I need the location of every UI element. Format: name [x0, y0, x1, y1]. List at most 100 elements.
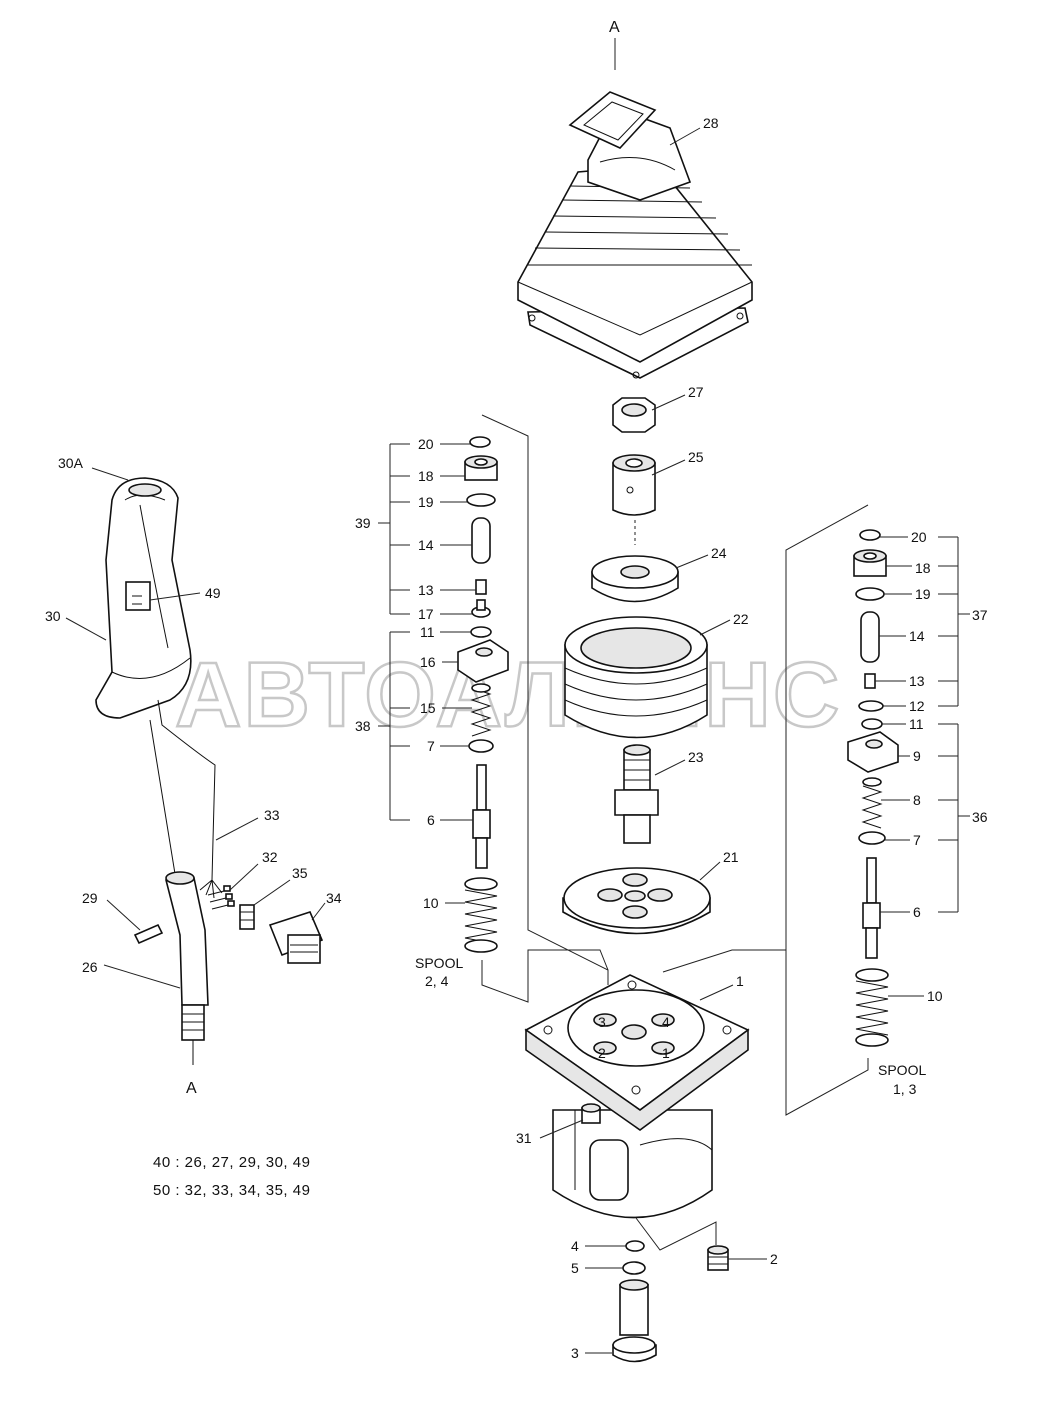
bracket-38: [378, 631, 410, 821]
leader-21: [699, 861, 721, 881]
leader-1: [699, 984, 734, 1001]
section-mark-top: A: [609, 19, 620, 70]
leader-30: [65, 617, 107, 641]
label-29: 29: [82, 890, 98, 906]
leader-23: [654, 759, 686, 776]
label-38: 38: [355, 718, 371, 734]
o-ring-part-5: [622, 1261, 646, 1275]
spool-right-line2: 1, 3: [893, 1081, 917, 1097]
label-17: 17: [418, 606, 434, 622]
nut-part-27: [612, 397, 656, 433]
leader-49: [149, 592, 201, 601]
kit-note-50: 50 : 32, 33, 34, 35, 49: [153, 1182, 310, 1199]
label-24: 24: [711, 545, 727, 561]
label-14-left: 14: [418, 537, 434, 553]
label-39: 39: [355, 515, 371, 531]
label-14-right: 14: [909, 628, 925, 644]
svg-text:A: A: [609, 19, 620, 36]
leader-22: [699, 619, 731, 636]
leader-25: [651, 459, 686, 476]
leader-29: [106, 899, 141, 931]
label-7-right: 7: [913, 832, 921, 848]
label-34: 34: [326, 890, 342, 906]
bracket-37: [938, 536, 970, 707]
cable-part-33: [157, 699, 223, 899]
label-5: 5: [571, 1260, 579, 1276]
label-11-left: 11: [420, 624, 435, 640]
leader-33: [215, 817, 259, 841]
label-21: 21: [723, 849, 739, 865]
grip-part-30: [95, 477, 192, 719]
label-31: 31: [516, 1130, 532, 1146]
label-18-right: 18: [915, 560, 931, 576]
bracket-39: [378, 443, 410, 615]
label-23: 23: [688, 749, 704, 765]
pins-part-32: [207, 885, 235, 910]
label-19-left: 19: [418, 494, 434, 510]
joint-part-23: [614, 744, 659, 844]
label-6-right: 6: [913, 904, 921, 920]
label-11-right: 11: [909, 716, 924, 732]
label-35: 35: [292, 865, 308, 881]
label-7-left: 7: [427, 738, 435, 754]
leader-32: [229, 863, 259, 891]
right-spool-stack: [847, 529, 899, 1047]
port-number-3: 3: [598, 1014, 606, 1030]
label-2: 2: [770, 1251, 778, 1267]
label-16: 16: [420, 654, 436, 670]
label-8: 8: [913, 792, 921, 808]
leader-screw-path: [635, 1217, 717, 1251]
frame-line-right-lower: [785, 950, 869, 1116]
o-ring-part-4: [625, 1240, 645, 1252]
label-33: 33: [264, 807, 280, 823]
connector-part-34: [268, 911, 324, 964]
spool-right-line1: SPOOL: [878, 1062, 926, 1078]
label-37: 37: [972, 607, 988, 623]
port-number-1: 1: [662, 1045, 670, 1061]
leader-31: [539, 1119, 584, 1139]
label-12: 12: [909, 698, 925, 714]
label-6-left: 6: [427, 812, 435, 828]
bracket-36: [938, 723, 970, 913]
left-spool-stack: [457, 436, 509, 953]
label-4: 4: [571, 1238, 579, 1254]
frame-line-left-lower: [481, 949, 609, 1003]
label-10-right: 10: [927, 988, 943, 1004]
leader-26: [103, 964, 181, 989]
leader-24: [675, 554, 709, 569]
port-number-4: 4: [662, 1014, 670, 1030]
label-49: 49: [205, 585, 221, 601]
label-13-right: 13: [909, 673, 925, 689]
plate-part-21: [562, 867, 711, 935]
label-15: 15: [420, 700, 436, 716]
leader-35: [253, 879, 291, 906]
label-18-left: 18: [418, 468, 434, 484]
label-20-left: 20: [418, 436, 434, 452]
leader-34: [311, 902, 326, 921]
label-10-left: 10: [423, 895, 439, 911]
disc-plate-part-24: [591, 555, 679, 603]
label-30A: 30A: [58, 455, 84, 471]
leader-30A: [91, 467, 129, 481]
section-mark-bottom: A: [186, 1080, 197, 1097]
leader-28: [669, 127, 701, 146]
label-36: 36: [972, 809, 988, 825]
label-3: 3: [571, 1345, 579, 1361]
label-19-right: 19: [915, 586, 931, 602]
label-20-right: 20: [911, 529, 927, 545]
cap-part-22: [564, 616, 708, 739]
label-27: 27: [688, 384, 704, 400]
spool-left-line2: 2, 4: [425, 973, 449, 989]
body-part-1: [524, 974, 750, 1219]
leader-27: [651, 394, 686, 411]
label-32: 32: [262, 849, 278, 865]
boot-part-28: [517, 91, 753, 379]
label-9: 9: [913, 748, 921, 764]
port-number-2: 2: [598, 1045, 606, 1061]
label-13-left: 13: [418, 582, 434, 598]
plug-part-3: [612, 1279, 657, 1363]
label-25: 25: [688, 449, 704, 465]
label-1: 1: [736, 973, 744, 989]
screw-part-2: [707, 1245, 729, 1271]
